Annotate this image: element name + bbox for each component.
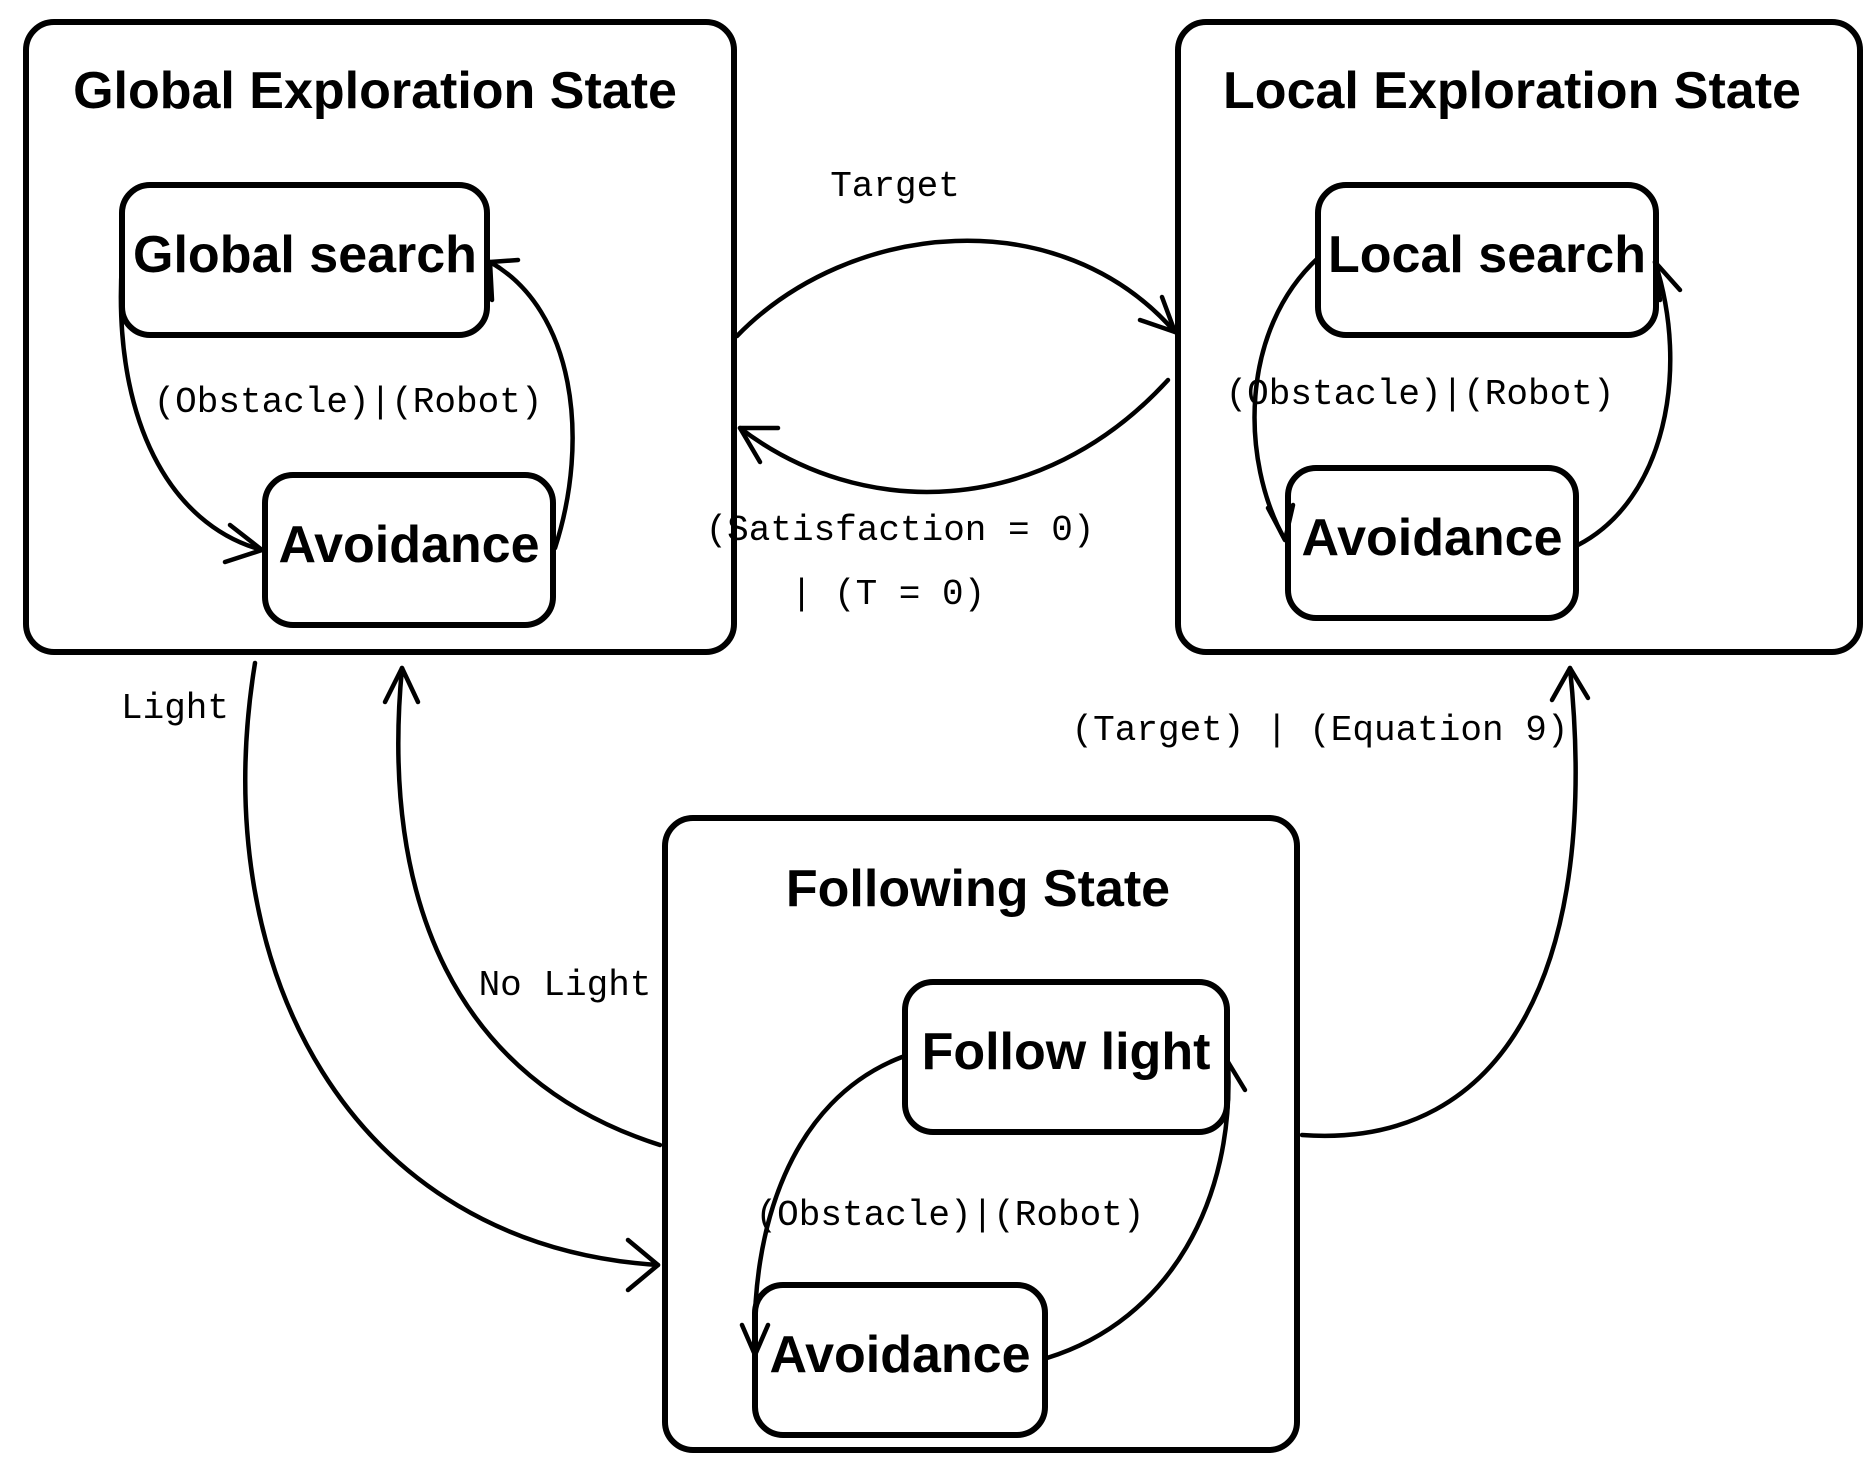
local-avoidance-label: Avoidance xyxy=(1301,509,1562,567)
following-edge-avoidance-to-follow-arrowhead xyxy=(1225,1059,1248,1103)
global-edge-search-to-avoidance-arrowhead xyxy=(222,522,265,565)
edge-following-to-local-target-equation-arrowhead xyxy=(1549,665,1591,703)
following-avoidance-label: Avoidance xyxy=(769,1326,1030,1384)
edge-local-to-global-satisfaction-arrowhead xyxy=(737,425,781,465)
local-edge-avoidance-to-search xyxy=(1575,259,1673,548)
global-search-label: Global search xyxy=(133,226,477,284)
target-label: Target xyxy=(830,166,960,207)
follow-light-label: Follow light xyxy=(922,1023,1211,1081)
global-avoidance-node xyxy=(262,472,556,628)
following-avoidance-node xyxy=(752,1282,1048,1438)
local-exploration-box xyxy=(1175,19,1863,655)
global-exploration-box xyxy=(23,19,737,655)
local-avoidance-node xyxy=(1285,465,1579,621)
local-exploration-title: Local Exploration State xyxy=(1223,62,1801,120)
no-light-label: No Light xyxy=(479,965,652,1006)
local-edge-search-to-avoidance-arrowhead xyxy=(1265,502,1296,543)
edge-following-to-global-no-light-arrowhead xyxy=(382,665,421,705)
edge-following-to-local-target-equation xyxy=(1299,665,1578,1139)
edge-global-to-local-target-arrowhead xyxy=(1137,294,1178,335)
edge-local-to-global-satisfaction xyxy=(737,377,1171,495)
satisfaction-label-line1: (Satisfaction = 0) xyxy=(706,510,1095,551)
local-obstacle-robot-label: (Obstacle)|(Robot) xyxy=(1226,374,1615,415)
global-edge-avoidance-to-search xyxy=(487,259,575,551)
global-obstacle-robot-label: (Obstacle)|(Robot) xyxy=(154,382,543,423)
local-edge-avoidance-to-search-arrowhead xyxy=(1652,259,1683,303)
following-box xyxy=(662,815,1300,1453)
global-edge-avoidance-to-search-arrowhead xyxy=(487,257,521,303)
global-exploration-state: Global Exploration State Global search A… xyxy=(23,19,737,655)
follow-light-node xyxy=(902,979,1230,1135)
following-obstacle-robot-label: (Obstacle)|(Robot) xyxy=(756,1195,1145,1236)
light-label: Light xyxy=(121,688,229,729)
following-edge-follow-to-avoidance-arrowhead xyxy=(739,1322,771,1358)
following-edge-follow-to-avoidance xyxy=(752,1054,905,1358)
global-edge-search-to-avoidance xyxy=(118,259,265,553)
global-avoidance-label: Avoidance xyxy=(278,516,539,574)
edge-global-to-following-light xyxy=(243,660,661,1268)
global-exploration-title: Global Exploration State xyxy=(73,62,677,120)
target-equation-label: (Target) | (Equation 9) xyxy=(1072,710,1569,751)
following-state: Following State Follow light Avoidance (… xyxy=(662,815,1300,1453)
local-exploration-state: Local Exploration State Local search Avo… xyxy=(1175,19,1863,655)
edge-global-to-local-target xyxy=(734,238,1178,339)
satisfaction-label-line2: | (T = 0) xyxy=(791,574,985,615)
edge-following-to-global-no-light xyxy=(396,665,663,1148)
local-edge-search-to-avoidance xyxy=(1252,255,1321,543)
local-search-label: Local search xyxy=(1328,226,1646,284)
following-edge-avoidance-to-follow xyxy=(1044,1059,1231,1361)
edge-global-to-following-light-arrowhead xyxy=(625,1237,661,1293)
following-title: Following State xyxy=(786,860,1170,918)
